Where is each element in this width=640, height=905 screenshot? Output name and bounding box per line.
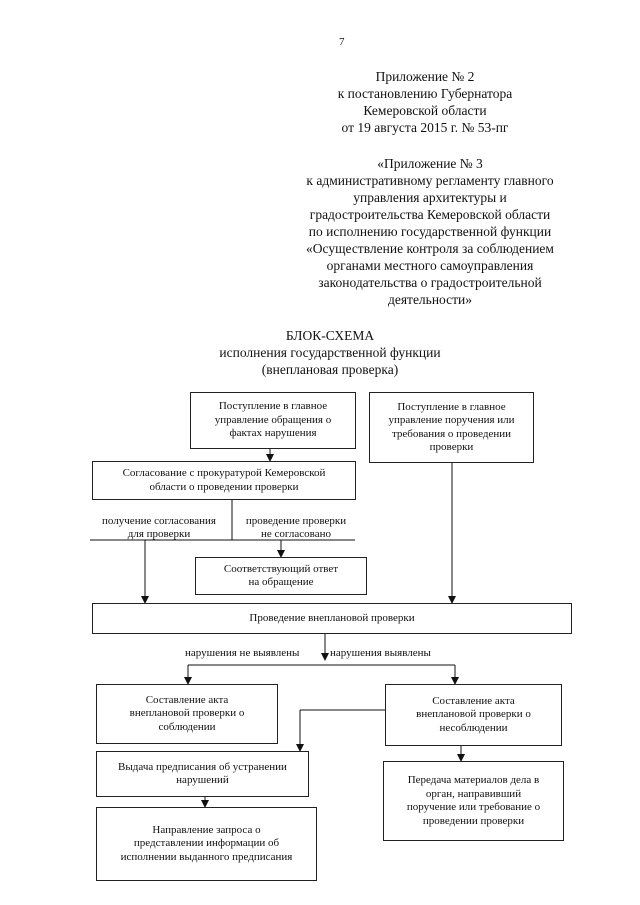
box-transfer-materials: Передача материалов дела в орган, направ… (383, 761, 564, 841)
regulation-header: «Приложение № 3 к административному регл… (280, 155, 580, 308)
box-text: Выдача предписания об устранении (118, 760, 287, 773)
appendix-line: к постановлению Губернатора (337, 86, 513, 101)
box-text: Направление запроса о (152, 823, 261, 836)
box-text: проведении проверки (422, 814, 525, 827)
box-text: нарушений (176, 774, 229, 786)
regulation-line: «Осуществление контроля за соблюдением (306, 241, 554, 256)
appendix-line: Кемеровской области (363, 103, 487, 118)
box-text: проверки (429, 441, 474, 453)
box-request-info: Направление запроса о представлении инфо… (96, 807, 317, 881)
box-text: внеплановой проверки о (416, 708, 531, 721)
box-text: Составление акта (432, 694, 515, 707)
regulation-line: управления архитектуры и (353, 190, 507, 205)
regulation-line: «Приложение № 3 (377, 156, 483, 171)
box-text: на обращение (248, 576, 314, 588)
regulation-line: к административному регламенту главного (306, 173, 554, 188)
box-text: соблюдении (158, 720, 216, 733)
box-receipt-violations: Поступление в главное управление обращен… (190, 392, 356, 449)
diagram-title: БЛОК-СХЕМА исполнения государственной фу… (200, 327, 460, 378)
box-text: представлении информации об (133, 837, 280, 850)
box-text: Поступление в главное (218, 400, 328, 413)
box-act-compliance: Составление акта внеплановой проверки о … (96, 684, 278, 744)
box-text: Поступление в главное (397, 400, 506, 413)
box-text: управление поручения или (388, 414, 515, 426)
appendix-line: Приложение № 2 (375, 69, 475, 84)
label-violations-found: нарушения выявлены (330, 647, 431, 659)
box-text: требования о проведении (391, 427, 512, 440)
diagram-title-main: БЛОК-СХЕМА (285, 328, 375, 343)
appendix-line: от 19 августа 2015 г. № 53-пг (341, 120, 509, 135)
box-text: Передача материалов дела в (407, 774, 540, 786)
box-text: Согласование с прокуратурой Кемеровской (122, 467, 326, 479)
label-line: проведение проверки (245, 515, 347, 527)
appendix-header: Приложение № 2 к постановлению Губернато… (310, 68, 540, 136)
diagram-title-sub: (внеплановая проверка) (261, 362, 399, 377)
box-text: области о проведении проверки (149, 480, 299, 493)
label-approval-received: получение согласования для проверки (89, 515, 229, 541)
box-text: Соответствующий ответ (223, 562, 339, 575)
regulation-line: деятельности» (387, 292, 473, 307)
regulation-line: органами местного самоуправления (326, 258, 534, 273)
regulation-line: градостроительства Кемеровской области (309, 207, 551, 222)
box-receipt-order: Поступление в главное управление поручен… (369, 392, 534, 463)
box-text: Составление акта (145, 693, 229, 706)
box-text: внеплановой проверки о (129, 707, 245, 720)
box-text: поручение или требование о (406, 801, 541, 813)
box-prosecutor-approval: Согласование с прокуратурой Кемеровской … (92, 461, 356, 500)
box-text: фактах нарушения (229, 427, 317, 440)
label-not-approved: проведение проверки не согласовано (236, 515, 356, 541)
diagram-title-sub: исполнения государственной функции (219, 345, 441, 360)
box-text: орган, направивший (425, 787, 522, 800)
regulation-line: законодательства о градостроительной (318, 275, 542, 290)
box-text: управление обращения о (214, 413, 332, 426)
label-no-violations: нарушения не выявлены (185, 647, 300, 659)
regulation-line: по исполнению государственной функции (308, 224, 552, 239)
box-text: исполнении выданного предписания (120, 850, 293, 863)
box-text: несоблюдении (439, 721, 508, 734)
label-line: получение согласования (102, 515, 216, 527)
box-text: Проведение внеплановой проверки (249, 611, 415, 624)
box-inspection: Проведение внеплановой проверки (92, 603, 572, 634)
label-line: не согласовано (261, 528, 331, 540)
box-response: Соответствующий ответ на обращение (195, 557, 367, 595)
box-prescription: Выдача предписания об устранении нарушен… (96, 751, 309, 797)
page-number: 7 (339, 36, 345, 48)
label-line: для проверки (127, 528, 191, 540)
box-act-noncompliance: Составление акта внеплановой проверки о … (385, 684, 562, 746)
